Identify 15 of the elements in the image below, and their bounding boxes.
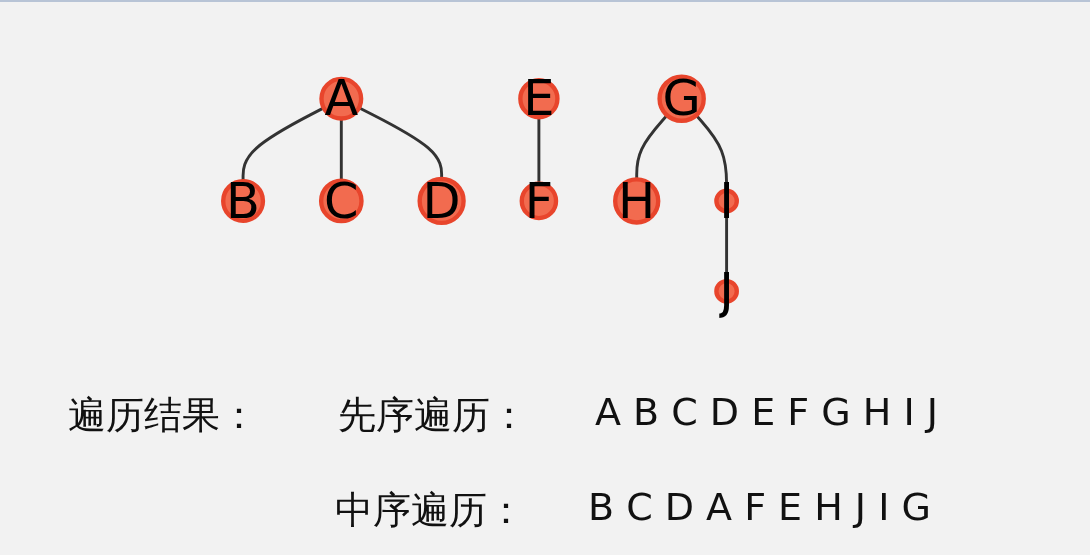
node-circle: D — [417, 176, 466, 226]
node-circle: A — [319, 76, 364, 121]
node-circle: G — [657, 74, 706, 123]
row-label: 中序遍历： — [335, 487, 525, 534]
sequence-text: A B C D E F G H I J — [595, 390, 938, 434]
node-label: I — [719, 171, 734, 230]
node-circle: E — [518, 78, 560, 120]
node-label: J — [719, 261, 734, 320]
row-label: 先序遍历： — [338, 392, 528, 439]
heading-text: 遍历结果： — [68, 392, 258, 439]
sequence-text: B C D A F E H J I G — [588, 485, 931, 529]
node-circle: B — [221, 178, 266, 223]
node-circle: H — [613, 177, 661, 225]
node-circle: C — [318, 178, 364, 224]
connector — [358, 106, 444, 179]
